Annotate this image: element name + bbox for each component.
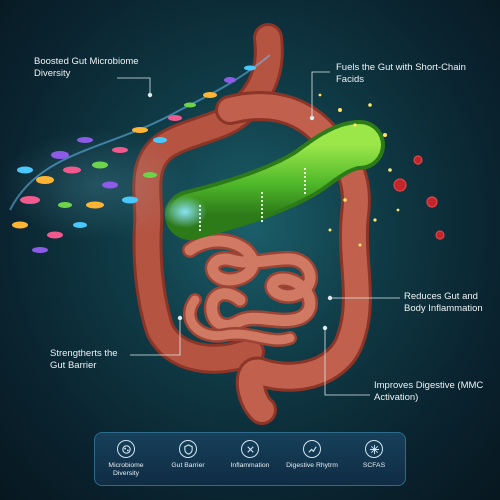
benefit-label: Gut Barrier (171, 462, 205, 469)
virus-particles (393, 155, 445, 240)
no-inflammation-icon (241, 440, 259, 458)
microbiome-swirl (0, 54, 271, 253)
benefit-label: Digestive Rhytrm (286, 462, 338, 469)
benefit-item-microbiome: Microbiome Diversity (96, 440, 156, 478)
callout-barrier: Strengtherts the Gut Barrier (50, 348, 118, 371)
callout-digestive: Improves Digestive (MMC Activation) (374, 380, 484, 403)
digestive-icon (303, 440, 321, 458)
microbiome-icon (117, 440, 135, 458)
shield-icon (179, 440, 197, 458)
benefit-label: Microbiome Diversity (108, 462, 144, 477)
benefit-item-gut-barrier: Gut Barrier (158, 440, 218, 470)
benefit-label: Inflammation (230, 462, 270, 469)
small-intestine (182, 232, 319, 347)
sparkles (318, 93, 400, 247)
benefit-item-inflammation: Inflammation (220, 440, 280, 470)
benefit-item-scfas: SCFAS (344, 440, 404, 470)
benefit-item-digestive: Digestive Rhytrm (282, 440, 342, 470)
callout-lines (117, 71, 400, 396)
benefit-bar: Microbiome Diversity Gut Barrier Inflamm… (94, 432, 406, 486)
benefit-label: SCFAS (362, 462, 386, 469)
callout-fuels: Fuels the Gut with Short-Chain Facids (336, 62, 466, 85)
callout-inflammation: Reduces Gut and Body Inflammation (404, 291, 483, 314)
callout-microbiome: Boosted Gut Microbiome Diversity (34, 56, 139, 79)
green-colon-segment (165, 120, 385, 240)
scfa-icon (365, 440, 383, 458)
